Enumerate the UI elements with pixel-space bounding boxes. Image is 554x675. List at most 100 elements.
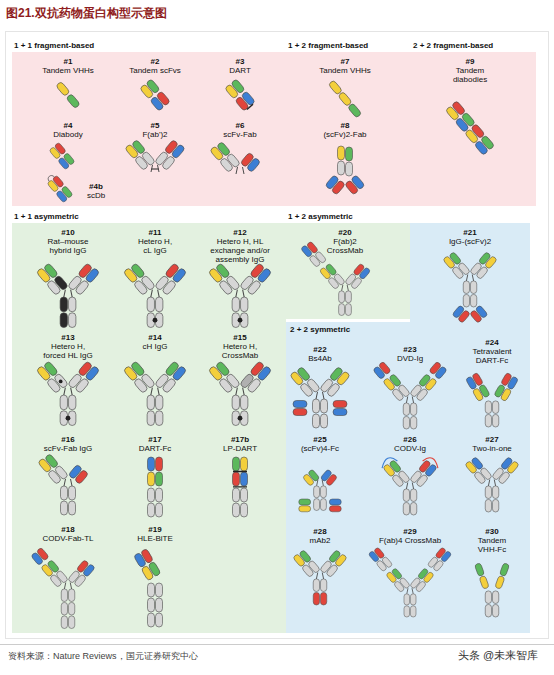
callout-number: #4b (76, 182, 116, 191)
callout-number: #15 (215, 333, 265, 342)
construct-name: F(ab)2 CrossMab (323, 237, 367, 255)
construct-art (44, 172, 73, 203)
construct-name: F(ab')2 (115, 130, 195, 139)
construct-name: (scFv)2-Fab (295, 130, 395, 139)
construct-name: Tandem VHHs (295, 66, 395, 75)
callout-number: #30 (471, 527, 513, 536)
callout-number: #20 (323, 228, 367, 237)
callout-number: #22 (290, 345, 350, 354)
callout-number: #5 (115, 121, 195, 130)
construct-art (38, 453, 89, 515)
construct-art (465, 456, 520, 512)
construct-art (125, 139, 186, 172)
construct-name: F(ab)4 CrossMab (370, 536, 450, 545)
construct-label: #17DART-Fc (125, 435, 185, 453)
callout-number: #16 (33, 435, 103, 444)
construct-label: #10Rat–mouse hybrid IgG (39, 228, 97, 255)
section-heading: 1 + 1 fragment-based (14, 40, 288, 51)
figure-frame (6, 32, 549, 639)
construct-label: #26CODV-Ig (380, 435, 440, 453)
construct-label: #23DVD-Ig (380, 345, 440, 363)
construct-art (233, 457, 248, 517)
construct-art (328, 80, 362, 118)
construct-name: LP-DART (210, 444, 270, 453)
callout-number: #13 (39, 333, 97, 342)
construct-label: #21IgG-(scFv)2 (435, 228, 505, 246)
construct-art (465, 372, 518, 427)
construct-label: #30Tandem VHH-Fc (471, 527, 513, 554)
callout-number: #9 (445, 57, 495, 66)
callout-number: #1 (28, 57, 108, 66)
construct-label: #4bscDb (76, 182, 116, 200)
callout-number: #2 (115, 57, 195, 66)
construct-name: Bs4Ab (290, 354, 350, 363)
construct-art (208, 262, 272, 327)
panel-region: 1 + 1 fragment-based (12, 40, 286, 206)
panel-shape (286, 223, 530, 633)
construct-label: #1Tandem VHHs (28, 57, 108, 75)
callout-number: #17b (210, 435, 270, 444)
callout-number: #29 (370, 527, 450, 536)
construct-name: Two-in-one (462, 444, 522, 453)
callout-number: #27 (462, 435, 522, 444)
construct-art (31, 547, 96, 628)
construct-art (134, 548, 163, 627)
construct-name: DART (200, 66, 280, 75)
construct-label: #5F(ab')2 (115, 121, 195, 139)
construct-art (208, 360, 272, 425)
construct-name: Diabody (28, 130, 108, 139)
watermark: 头条 @未来智库 (458, 648, 538, 662)
construct-name: CODV-Ig (380, 444, 440, 453)
caption-box: 资料来源：Nature Reviews，国元证券研究中心 (8, 650, 198, 662)
construct-label: #13Hetero H, forced HL IgG (39, 333, 97, 360)
construct-label: #27Two-in-one (462, 435, 522, 453)
construct-name: DART-Fc (125, 444, 185, 453)
callout-number: #28 (290, 527, 350, 536)
construct-name: Tandem VHH-Fc (471, 536, 513, 554)
construct-art (123, 262, 187, 327)
construct-label: #18CODV-Fab-TL (33, 525, 103, 543)
construct-label: #12Hetero H, HL exchange and/or assembly… (202, 228, 278, 264)
construct-label: #14cH IgG (125, 333, 185, 351)
section-heading: 2 + 2 fragment-based (413, 40, 539, 51)
construct-label: #2Tandem scFvs (115, 57, 195, 75)
construct-art (36, 360, 100, 425)
callout-number: #25 (290, 435, 350, 444)
construct-label: #19HLE-BiTE (125, 525, 185, 543)
construct-name: (scFv)4-Fc (290, 444, 350, 453)
construct-art (210, 141, 261, 174)
construct-art (373, 361, 447, 429)
callout-number: #21 (435, 228, 505, 237)
callout-number: #18 (33, 525, 103, 534)
source-note: 资料来源：Nature Reviews，国元证券研究中心 (8, 650, 198, 662)
construct-label: #4Diabody (28, 121, 108, 139)
callout-number: #7 (295, 57, 395, 66)
callout-number: #8 (295, 121, 395, 130)
construct-name: Tetravalent DART-Fc (467, 347, 517, 365)
construct-label: #28mAb2 (290, 527, 350, 545)
construct-name: Hetero H, forced HL IgG (39, 342, 97, 360)
construct-art (49, 142, 75, 170)
construct-label: #6scFv-Fab (200, 121, 280, 139)
section-heading: 1 + 2 fragment-based (288, 40, 412, 51)
construct-art (299, 469, 342, 512)
callout-number: #6 (200, 121, 280, 130)
construct-name: Tandem scFvs (115, 66, 195, 75)
construct-label: #25(scFv)4-Fc (290, 435, 350, 453)
construct-name: Tandem VHHs (28, 66, 108, 75)
construct-art (290, 366, 351, 428)
construct-art (148, 457, 163, 517)
construct-art (443, 251, 498, 323)
construct-label: #9Tandem diabodies (445, 57, 495, 84)
construct-art (445, 101, 494, 156)
construct-name: scDb (76, 191, 116, 200)
construct-art (56, 81, 81, 108)
construct-art (36, 262, 100, 327)
construct-art (325, 146, 365, 195)
construct-art (368, 546, 452, 617)
construct-label: #22Bs4Ab (290, 345, 350, 363)
callout-number: #19 (125, 525, 185, 534)
construct-label: #20F(ab)2 CrossMab (323, 228, 367, 255)
section-heading: 1 + 2 asymmetric (288, 211, 412, 222)
